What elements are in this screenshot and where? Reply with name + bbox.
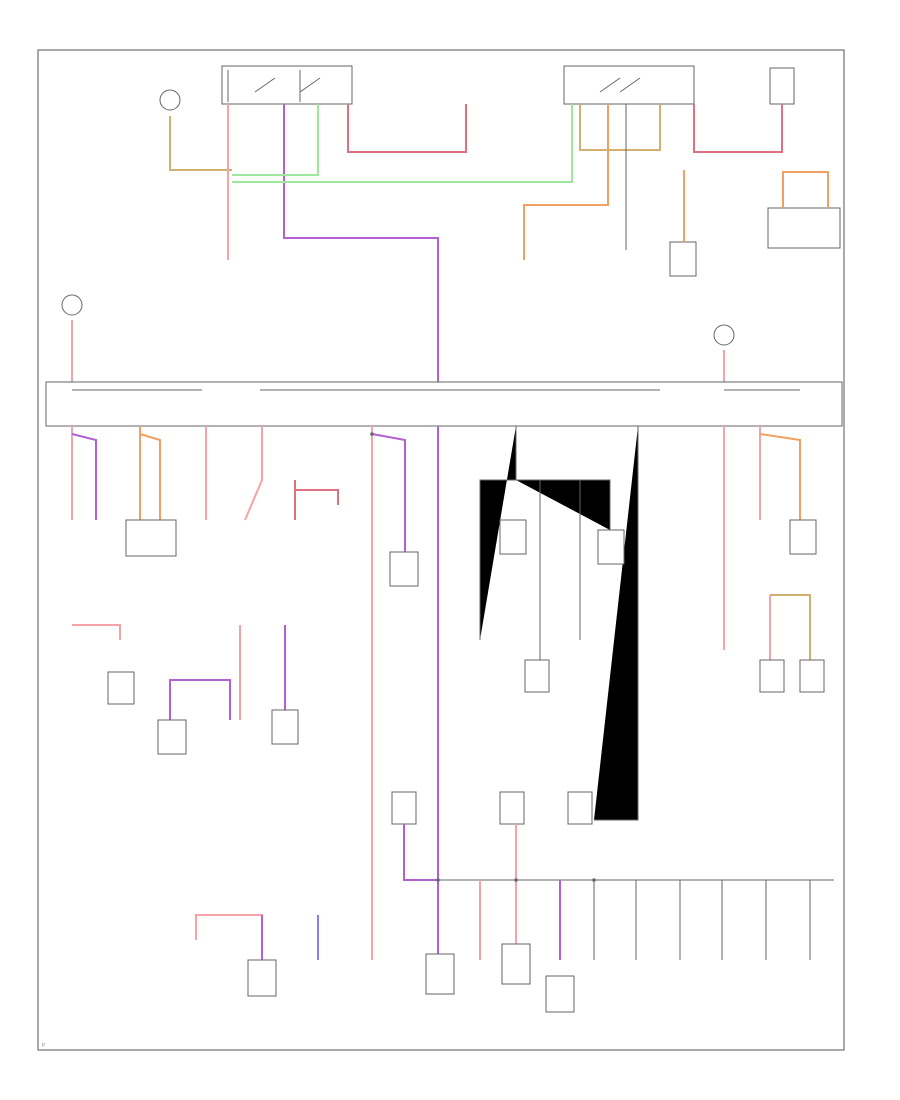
junction-dot bbox=[592, 878, 596, 882]
relay-right-switch bbox=[599, 77, 641, 93]
wire-orange-fuse10 bbox=[759, 433, 801, 520]
wire-tan-top-left bbox=[169, 116, 232, 171]
module-lower-c bbox=[567, 791, 593, 825]
ground-left-top bbox=[159, 89, 181, 111]
wire-grey-fuse8 bbox=[594, 426, 639, 821]
wire-violet-cluster bbox=[169, 679, 231, 720]
module-cluster-b bbox=[271, 709, 299, 745]
module-bottom-b bbox=[425, 953, 455, 995]
wire-orange-right-module bbox=[782, 171, 829, 208]
wire-violet-fuse5 bbox=[371, 433, 406, 552]
wire-orange-center bbox=[523, 104, 609, 260]
relay-box-right bbox=[563, 65, 695, 105]
fuse-panel bbox=[45, 381, 843, 427]
small-module-right bbox=[669, 241, 697, 277]
module-lower-a bbox=[391, 791, 417, 825]
wire-violet-fuse1b bbox=[71, 433, 97, 520]
module-right-b bbox=[799, 659, 825, 693]
junction-dot bbox=[514, 878, 518, 882]
wire-violet-lower bbox=[403, 824, 438, 881]
wire-pink-fuse4 bbox=[244, 426, 263, 521]
module-center-b bbox=[597, 529, 625, 565]
relay-left-switch bbox=[254, 77, 321, 93]
wire-orange-fuse2b bbox=[139, 433, 161, 520]
module-lower-b bbox=[499, 791, 525, 825]
module-fuse2 bbox=[125, 519, 177, 557]
wire-pink-bottom-left bbox=[195, 914, 263, 960]
wire-red-right bbox=[693, 104, 783, 153]
wire-grey-injectors bbox=[593, 880, 811, 960]
module-fuse10 bbox=[789, 519, 817, 555]
wire-green-cross bbox=[232, 104, 573, 183]
wire-tan-lower-right bbox=[770, 594, 811, 660]
module-center-a bbox=[499, 519, 527, 555]
top-right-module bbox=[769, 67, 795, 105]
module-cluster-c bbox=[107, 671, 135, 705]
relay-box-left bbox=[221, 65, 353, 105]
module-bottom-a bbox=[247, 959, 277, 997]
module-fuse5 bbox=[389, 551, 419, 587]
junction-dot bbox=[370, 432, 374, 436]
module-center-c bbox=[524, 659, 550, 693]
wire-violet-trunk bbox=[283, 104, 439, 382]
wire-pink-cluster-left bbox=[72, 624, 121, 640]
wire-tan-right bbox=[579, 104, 661, 151]
diagram-frame bbox=[37, 49, 845, 1051]
wire-grey-fuse7 bbox=[479, 426, 611, 660]
ground-left-mid bbox=[61, 294, 83, 316]
junction-dot bbox=[436, 878, 440, 882]
diagram-ref: P bbox=[42, 1043, 45, 1049]
relay-left-contacts bbox=[227, 70, 301, 102]
wire-red-top bbox=[347, 104, 467, 153]
module-bottom-d bbox=[545, 975, 575, 1013]
wire-green-left bbox=[232, 104, 319, 176]
ground-right-mid bbox=[713, 324, 735, 346]
module-bottom-c bbox=[501, 943, 531, 985]
module-right-a bbox=[759, 659, 785, 693]
wire-red-fuse4 bbox=[294, 480, 339, 520]
module-cluster-a bbox=[157, 719, 187, 755]
module-right-box bbox=[767, 207, 841, 249]
